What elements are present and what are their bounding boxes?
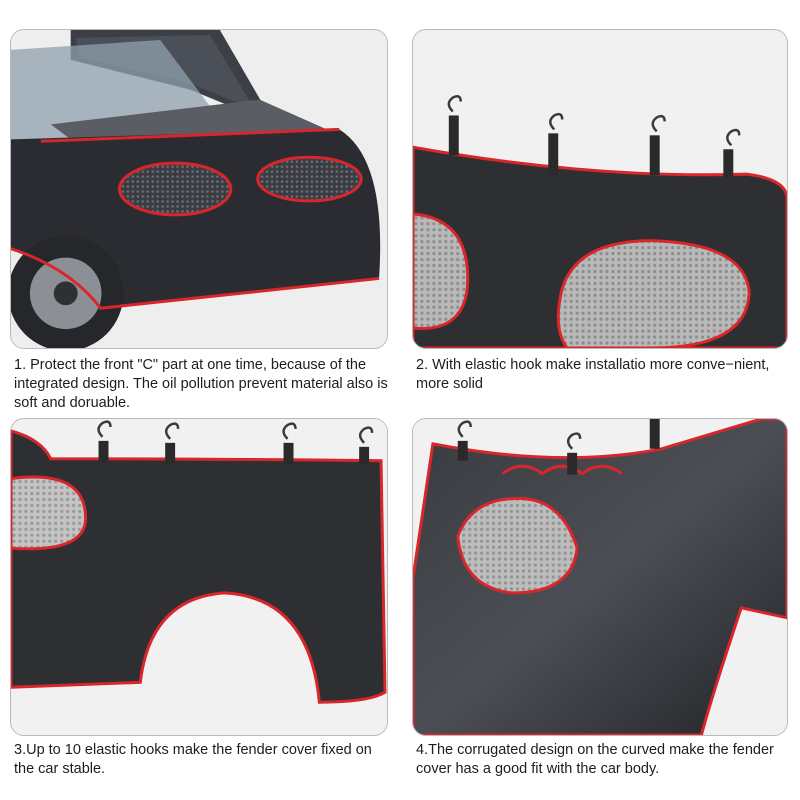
photo-fender-cover-flat [10,418,388,736]
caption-4: 4.The corrugated design on the curved ma… [416,742,774,777]
caption-1: 1. Protect the front "C" part at one tim… [14,357,388,411]
photo-car-front-cover [10,29,388,349]
caption-2: 2. With elastic hook make installatio mo… [416,357,770,392]
car-front-illustration [11,30,387,348]
caption-3: 3.Up to 10 elastic hooks make the fender… [14,742,372,777]
corrugated-cover-illustration [413,419,787,735]
photo-corrugated-cover [412,418,788,736]
cover-hooks-illustration [413,30,787,348]
photo-cover-hooks [412,29,788,349]
fender-cover-illustration [11,419,387,735]
